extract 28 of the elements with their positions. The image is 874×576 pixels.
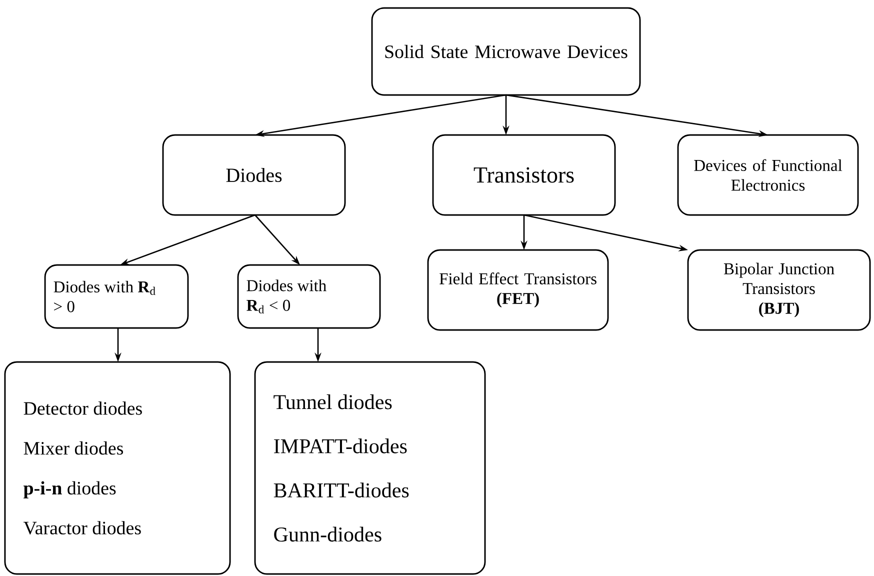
list-box xyxy=(4,361,231,575)
node-label: Varactor diodes xyxy=(23,521,141,535)
node-label: BARITT-diodes xyxy=(274,482,409,498)
node-label: (BJT) xyxy=(759,302,799,318)
node-label: Transistors xyxy=(474,167,574,183)
node-label: Tunnel diodes xyxy=(274,394,392,410)
node-label: Diodes with R$_{d}$ < 0 xyxy=(246,280,326,314)
category-box xyxy=(237,264,381,329)
node-label: Bipolar Junction Transistors xyxy=(724,262,834,294)
node-label: Field Effect Transistors xyxy=(440,272,596,284)
list-box xyxy=(254,361,486,575)
category-box xyxy=(687,249,871,331)
node-label: (FET) xyxy=(497,292,539,308)
category-box xyxy=(44,264,189,329)
node-label: IMPATT-diodes xyxy=(274,438,407,454)
node-label: Gunn-diodes xyxy=(274,526,382,542)
node-label: p-i-n diodes xyxy=(24,481,116,498)
node-label: Solid State Microwave Devices xyxy=(385,44,628,58)
category-box xyxy=(432,134,616,216)
category-box xyxy=(371,7,641,96)
node-label: Diodes with R$_{d}$ > 0 xyxy=(54,280,156,312)
category-box xyxy=(677,134,859,216)
node-label: Detector diodes xyxy=(24,402,142,415)
category-box xyxy=(427,249,609,331)
node-label: Devices of Functional Electronics xyxy=(694,159,842,191)
category-box xyxy=(162,134,346,216)
node-label: Mixer diodes xyxy=(24,441,124,455)
node-label: Diodes xyxy=(226,168,282,182)
